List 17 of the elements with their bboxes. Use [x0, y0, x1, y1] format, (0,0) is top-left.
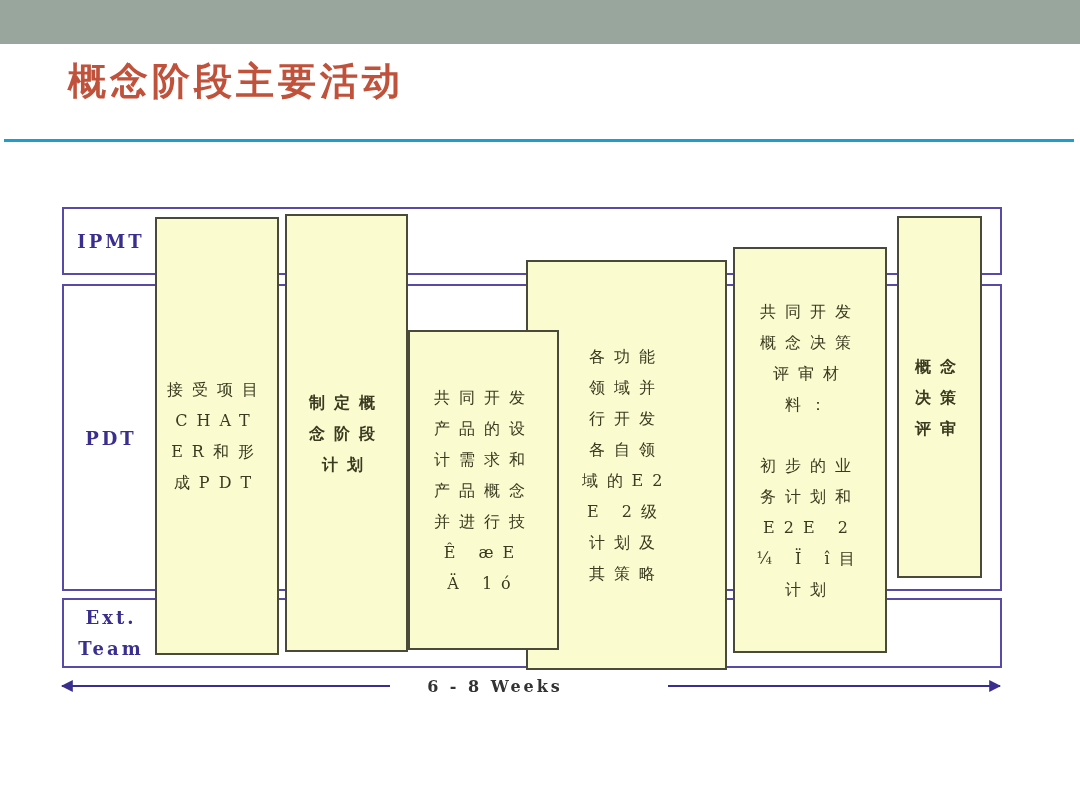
activity-box	[733, 247, 887, 653]
activity-box	[408, 330, 559, 650]
activity-text: 接受项目CHATER和形成PDT	[167, 379, 267, 494]
page-title: 概念阶段主要活动	[68, 57, 404, 105]
lane-header: IPMT	[66, 225, 156, 257]
lane-header: PDT	[66, 422, 156, 453]
activity-text: 制定概念阶段计划	[308, 391, 385, 476]
decision-box	[897, 216, 982, 578]
lane-header: Ext. Team	[66, 602, 156, 664]
activity-text: 共同开发产品的设计需求和产品概念并进行技Ê æE Ä 1ó	[432, 386, 535, 595]
activity-box	[155, 217, 279, 655]
activity-text: 初步的业务计划和E2E 2¼ Ï î目计划	[755, 454, 865, 601]
duration-label: 6 - 8 Weeks	[426, 677, 564, 696]
activity-text: 概念决策评审	[913, 355, 966, 440]
activity-text: 共同开发概念决策评审材料：	[759, 300, 861, 416]
activity-box	[285, 214, 408, 652]
activity-text: 各功能领域并行开发各自领域的E2E 2级计划及其策略	[581, 346, 672, 585]
